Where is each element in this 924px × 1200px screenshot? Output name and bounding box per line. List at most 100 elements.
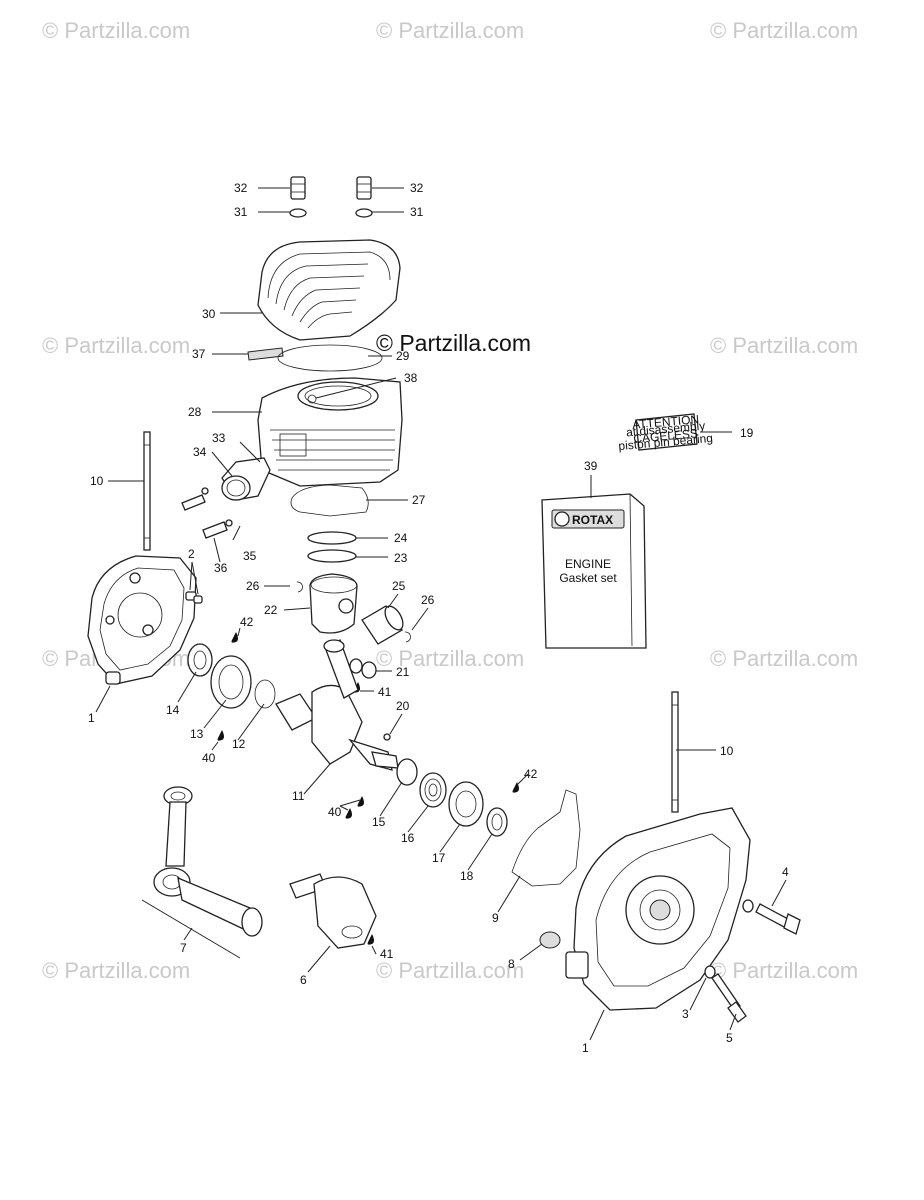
piston-ring-lower[interactable] — [307, 549, 357, 563]
callout-33: 33 — [212, 431, 226, 445]
crankcase-bolt-upper[interactable] — [755, 903, 801, 935]
callout-13: 13 — [190, 727, 204, 741]
callout-39: 39 — [584, 459, 598, 473]
piston[interactable] — [309, 573, 358, 634]
callout-27: 27 — [412, 493, 426, 507]
cylinder-head[interactable] — [257, 239, 401, 341]
loctite-drop — [367, 934, 374, 945]
callout-26: 26 — [421, 593, 435, 607]
head-gasket[interactable] — [277, 344, 383, 372]
crankcase-right[interactable] — [565, 807, 751, 1011]
dowel-pin[interactable] — [193, 595, 203, 604]
plug-cap[interactable] — [539, 931, 561, 949]
callout-40: 40 — [328, 805, 342, 819]
circlip-right[interactable] — [404, 631, 411, 643]
callout-38: 38 — [404, 371, 418, 385]
loctite-drop — [345, 808, 352, 819]
callout-40: 40 — [202, 751, 216, 765]
thrust-washer[interactable] — [361, 661, 377, 679]
cylinder-nut-right[interactable] — [356, 176, 372, 200]
callout-12: 12 — [232, 737, 246, 751]
callout-42: 42 — [524, 767, 538, 781]
callout-11: 11 — [292, 789, 305, 803]
washer[interactable] — [742, 899, 754, 913]
leader-lines — [95, 187, 787, 1041]
watermark: © Partzilla.com — [710, 333, 859, 358]
main-bearing-right[interactable] — [419, 772, 447, 808]
callout-32: 32 — [410, 181, 424, 195]
callout-41: 41 — [380, 947, 394, 961]
washer[interactable] — [704, 965, 716, 979]
callout-23: 23 — [394, 551, 408, 565]
washer-left[interactable] — [289, 208, 307, 218]
watermark: © Partzilla.com — [376, 958, 525, 983]
watermark: © Partzilla.com — [710, 958, 859, 983]
callout-26: 26 — [246, 579, 260, 593]
crankcase-stud-left[interactable] — [143, 431, 151, 551]
watermark: © Partzilla.com — [42, 333, 191, 358]
crankcase-left[interactable] — [87, 555, 197, 685]
cylinder[interactable] — [257, 377, 403, 487]
callout-18: 18 — [460, 869, 474, 883]
piston-pin[interactable] — [361, 603, 407, 645]
oil-seal-right[interactable] — [486, 807, 508, 837]
watermark: © Partzilla.com — [710, 18, 859, 43]
gasket-set-book[interactable]: ROTAX ENGINE Gasket set — [541, 493, 647, 649]
bore-o-ring[interactable] — [307, 394, 317, 404]
callout-31: 31 — [410, 205, 424, 219]
callout-1: 1 — [582, 1041, 589, 1055]
main-bearing-left[interactable] — [210, 655, 252, 709]
callout-7: 7 — [180, 941, 187, 955]
crank-half[interactable] — [289, 873, 377, 949]
intake-screw-lower[interactable] — [202, 519, 233, 539]
callout-6: 6 — [300, 973, 307, 987]
svg-text:ATTENTION: ATTENTION — [632, 412, 700, 432]
brand-label: © Partzilla.com — [376, 330, 531, 356]
piston-ring-upper[interactable] — [307, 531, 357, 545]
spacer-ring[interactable] — [254, 679, 276, 709]
callout-14: 14 — [166, 703, 180, 717]
callout-41: 41 — [378, 685, 392, 699]
crankshaft[interactable] — [275, 638, 399, 771]
callout-17: 17 — [432, 851, 446, 865]
callout-2: 2 — [188, 547, 195, 561]
spacer-ring-right[interactable] — [396, 758, 418, 786]
callout-10: 10 — [720, 744, 734, 758]
circlip-left[interactable] — [296, 581, 303, 593]
oil-seal-left[interactable] — [187, 643, 213, 677]
callout-25: 25 — [392, 579, 406, 593]
intake-screw-upper[interactable] — [181, 487, 209, 511]
cylinder-decal[interactable] — [247, 347, 284, 361]
base-gasket[interactable] — [290, 484, 369, 517]
callout-31: 31 — [234, 205, 248, 219]
callout-15: 15 — [372, 815, 386, 829]
svg-text:ENGINE: ENGINE — [565, 557, 611, 571]
connecting-rod-assembly[interactable] — [153, 786, 263, 937]
callout-3: 3 — [682, 1007, 689, 1021]
cylinder-nut-left[interactable] — [290, 176, 306, 200]
callout-10: 10 — [90, 474, 104, 488]
callout-37: 37 — [192, 347, 206, 361]
intake-flange[interactable] — [221, 457, 271, 501]
callout-9: 9 — [492, 911, 499, 925]
watermark: © Partzilla.com — [42, 18, 191, 43]
svg-text:at disassembly: at disassembly — [626, 419, 706, 440]
watermark: © Partzilla.com — [376, 18, 525, 43]
loctite-drop — [512, 782, 519, 793]
washer-right[interactable] — [355, 208, 373, 218]
crankcase-gasket[interactable] — [511, 789, 581, 887]
svg-text:Gasket set: Gasket set — [559, 571, 617, 585]
svg-text:ROTAX: ROTAX — [572, 513, 613, 527]
woodruff-key[interactable] — [383, 733, 391, 741]
attention-decal[interactable]: ATTENTION at disassembly CAGELESS piston… — [618, 412, 714, 453]
ball-bearing-right[interactable] — [448, 781, 484, 827]
crankcase-bolt-lower[interactable] — [711, 973, 747, 1023]
callout-4: 4 — [782, 865, 789, 879]
callout-32: 32 — [234, 181, 248, 195]
callout-22: 22 — [264, 603, 278, 617]
crankcase-stud-right[interactable] — [671, 691, 679, 813]
callout-5: 5 — [726, 1031, 733, 1045]
callout-28: 28 — [188, 405, 202, 419]
callout-19: 19 — [740, 426, 754, 440]
